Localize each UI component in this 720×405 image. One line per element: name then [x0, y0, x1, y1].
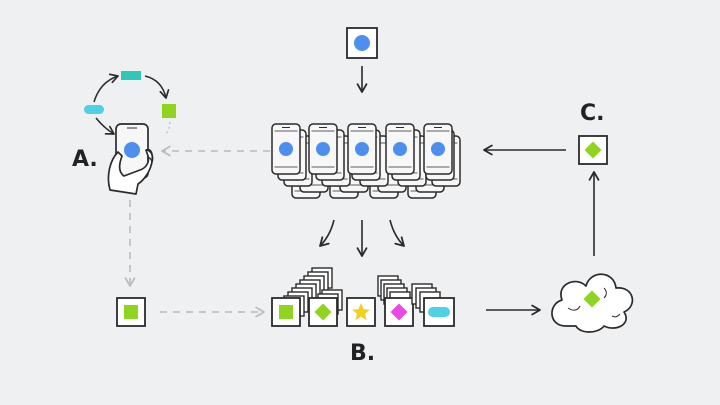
cyan-pill-icon: [84, 105, 104, 114]
label-a: A.: [72, 147, 98, 172]
blue-dot-icon: [354, 35, 370, 51]
top-input-card: [346, 27, 378, 59]
fleet-phone: [308, 123, 338, 175]
stack-card-cyan-pill: [423, 297, 455, 327]
result-card: [578, 135, 608, 165]
stack-card-green-diamond: [308, 297, 338, 327]
green-square-icon: [124, 305, 138, 319]
stack-card-yellow-star: [346, 297, 376, 327]
training-cycle: [84, 71, 176, 135]
green-diamond-icon: [584, 141, 602, 159]
teal-bar-icon: [121, 71, 141, 80]
blue-dot-icon: [124, 142, 140, 158]
label-c: C.: [580, 101, 605, 126]
fleet-phone: [271, 123, 301, 175]
update-stacks: [271, 267, 455, 327]
fleet-phone: [385, 123, 415, 175]
stack-card-green-square: [271, 297, 301, 327]
label-b: B.: [350, 341, 375, 366]
hand-holding-phone-icon: [107, 123, 154, 195]
arrow-fleet-to-stack-right: [389, 219, 405, 247]
stack-card-magenta-diamond: [384, 297, 414, 327]
phone-fleet-icon: [271, 123, 461, 199]
cloud-icon: [551, 273, 634, 333]
green-diamond-icon: [583, 290, 601, 308]
fleet-phone: [423, 123, 453, 175]
fleet-phone: [347, 123, 377, 175]
green-square-icon: [162, 104, 176, 118]
arrow-fleet-to-stack-left: [319, 219, 335, 247]
local-update-card: [116, 297, 146, 327]
